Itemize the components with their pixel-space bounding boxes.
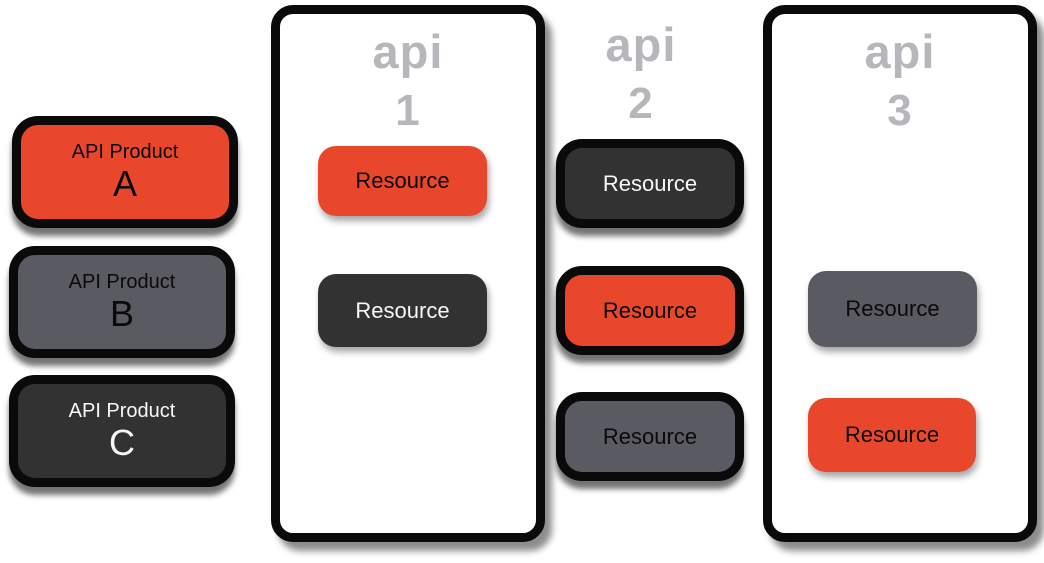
api-2-resource-3: Resource [556,392,744,481]
api-1-title-word: api [372,25,444,78]
api-product-a-letter: A [112,162,137,204]
api-3-resource-1: Resource [808,271,977,347]
api-2-resource-1: Resource [556,139,744,228]
api-3-resource-2: Resource [808,398,976,472]
api-1-title: api 1 [280,14,536,133]
api-product-a-box: API Product A [12,116,238,228]
api-2-title-number: 2 [628,79,654,128]
api-product-c-letter: C [109,421,135,463]
api-2-resource-2: Resource [556,266,744,355]
api-product-b-box: API Product B [9,246,235,358]
api-3-title-number: 3 [887,86,913,135]
api-product-c-box: API Product C [9,375,235,487]
api-1-resource-1: Resource [318,146,487,216]
api-1-container: api 1 [271,5,545,542]
api-3-title: api 3 [772,14,1028,133]
api-product-b-letter: B [109,292,134,334]
api-product-b-label: API Product [68,270,176,293]
api-product-c-label: API Product [68,399,176,422]
api-1-resource-2: Resource [318,274,487,347]
api-3-title-word: api [864,25,936,78]
api-1-title-number: 1 [395,86,421,135]
api-product-a-label: API Product [71,140,179,163]
api-2-title: api 2 [551,21,731,126]
api-2-title-word: api [605,18,677,71]
